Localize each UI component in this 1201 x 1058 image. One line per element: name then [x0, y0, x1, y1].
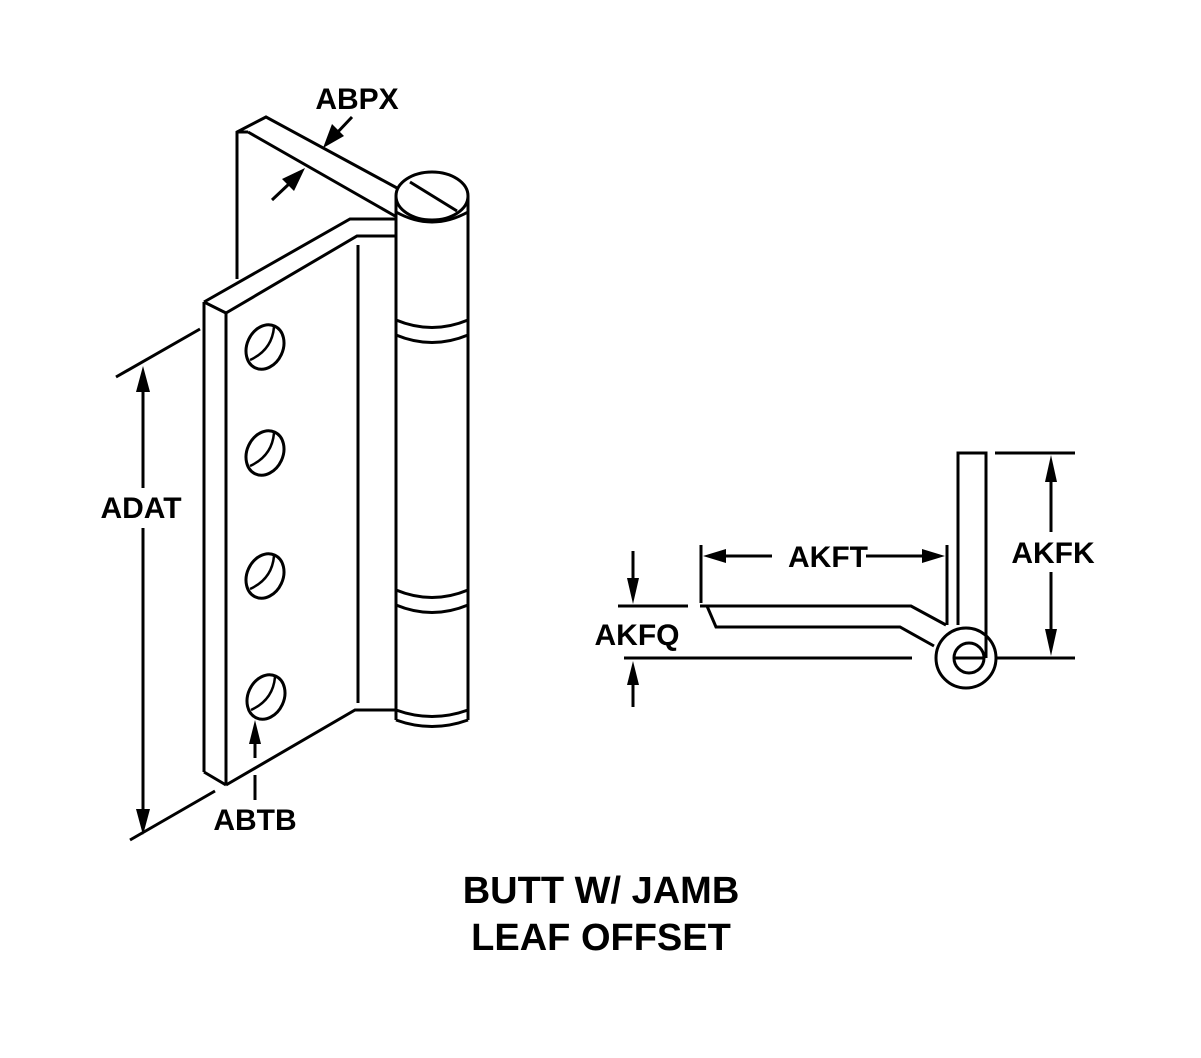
screw-hole-icon: [244, 323, 286, 371]
caption-line-1: BUTT W/ JAMB: [463, 870, 740, 912]
screw-hole-icon: [245, 673, 287, 721]
dimension-akft: [699, 545, 949, 625]
dimension-adat: [115, 327, 216, 842]
offset-leaf: [202, 217, 396, 787]
dimension-akfk: [995, 451, 1075, 660]
label-akft: AKFT: [788, 541, 868, 574]
label-abtb: ABTB: [213, 804, 296, 837]
label-akfq: AKFQ: [595, 619, 680, 652]
dimension-abpx: [270, 115, 354, 202]
dimension-akfq: [618, 551, 688, 707]
section-view: AKFT AKFK AKFQ: [595, 451, 1095, 707]
hinge-barrel: [394, 170, 470, 728]
isometric-hinge-view: ABPX ADAT ABTB: [100, 83, 470, 842]
dimension-abtb: [249, 720, 261, 800]
label-adat: ADAT: [100, 492, 181, 525]
caption: BUTT W/ JAMB LEAF OFFSET: [463, 870, 740, 959]
screw-hole-icon: [244, 429, 286, 477]
jamb-leaf: [235, 115, 398, 279]
caption-line-2: LEAF OFFSET: [471, 917, 731, 959]
screw-hole-icon: [244, 552, 286, 600]
label-abpx: ABPX: [315, 83, 398, 116]
screw-holes: [244, 323, 287, 721]
label-akfk: AKFK: [1011, 537, 1095, 570]
